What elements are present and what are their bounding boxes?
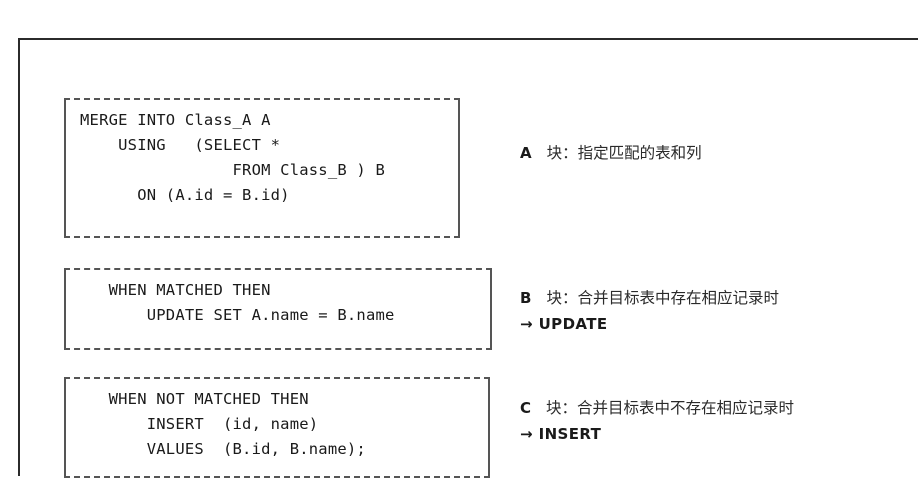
- annotation-a-letter: A: [520, 144, 547, 162]
- annotation-b-description: 块：合并目标表中存在相应记录时: [546, 289, 779, 307]
- code-block-c-text: WHEN NOT MATCHED THEN INSERT (id, name) …: [108, 390, 366, 458]
- annotation-a-line: A 块：指定匹配的表和列: [520, 140, 702, 166]
- annotation-a-description: 块：指定匹配的表和列: [546, 144, 702, 162]
- annotation-b-result: UPDATE: [538, 315, 608, 333]
- arrow-right-icon: →: [520, 315, 533, 333]
- code-block-c: WHEN NOT MATCHED THEN INSERT (id, name) …: [64, 377, 490, 478]
- arrow-right-icon: →: [520, 425, 533, 443]
- annotation-c-description: 块：合并目标表中不存在相应记录时: [546, 399, 795, 417]
- annotation-c-result-line: → INSERT: [520, 421, 794, 447]
- code-block-a-text: MERGE INTO Class_A A USING (SELECT * FRO…: [80, 111, 386, 204]
- annotation-c-letter: C: [520, 399, 547, 417]
- annotation-c-line: C 块：合并目标表中不存在相应记录时: [520, 395, 794, 421]
- code-block-b: WHEN MATCHED THEN UPDATE SET A.name = B.…: [64, 268, 492, 350]
- annotation-b-line: B 块：合并目标表中存在相应记录时: [520, 285, 779, 311]
- code-block-a: MERGE INTO Class_A A USING (SELECT * FRO…: [64, 98, 460, 238]
- annotation-a: A 块：指定匹配的表和列: [520, 140, 702, 166]
- annotation-c-result: INSERT: [538, 425, 602, 443]
- annotation-b: B 块：合并目标表中存在相应记录时 → UPDATE: [520, 285, 779, 337]
- annotation-c: C 块：合并目标表中不存在相应记录时 → INSERT: [520, 395, 794, 447]
- code-block-b-text: WHEN MATCHED THEN UPDATE SET A.name = B.…: [108, 281, 395, 324]
- annotation-b-result-line: → UPDATE: [520, 311, 779, 337]
- figure-frame: MERGE INTO Class_A A USING (SELECT * FRO…: [18, 38, 918, 478]
- annotation-b-letter: B: [520, 289, 547, 307]
